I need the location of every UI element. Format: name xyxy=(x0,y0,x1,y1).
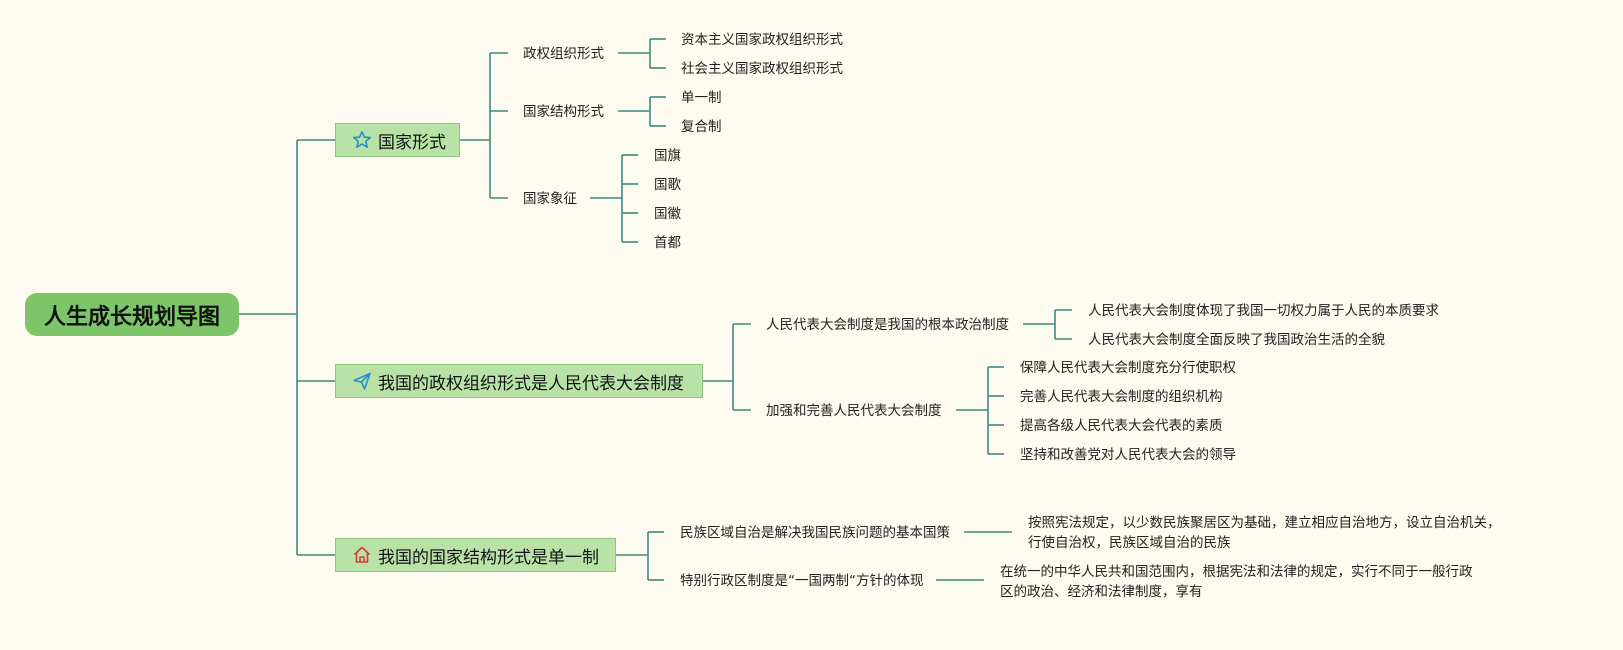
leaf-node[interactable]: 保障人民代表大会制度充分行使职权 xyxy=(1020,360,1236,376)
leaf-node[interactable]: 完善人民代表大会制度的组织机构 xyxy=(1020,389,1223,405)
root-node[interactable]: 人生成长规划导图 xyxy=(25,293,239,336)
branch-label: 我国的政权组织形式是人民代表大会制度 xyxy=(378,373,684,394)
leaf-node[interactable]: 资本主义国家政权组织形式 xyxy=(681,32,843,48)
leaf-node[interactable]: 按照宪法规定，以少数民族聚居区为基础，建立相应自治地方，设立自治机关，行使自治权… xyxy=(1028,515,1501,551)
topic-node[interactable]: 加强和完善人民代表大会制度 xyxy=(766,403,942,419)
leaf-node[interactable]: 国旗 xyxy=(654,148,681,164)
paper-plane-icon xyxy=(352,371,372,391)
leaf-node[interactable]: 国徽 xyxy=(654,206,681,222)
topic-node[interactable]: 国家象征 xyxy=(523,191,577,207)
leaf-node[interactable]: 单一制 xyxy=(681,90,722,106)
leaf-node[interactable]: 提高各级人民代表大会代表的素质 xyxy=(1020,418,1223,434)
topic-node[interactable]: 国家结构形式 xyxy=(523,104,604,120)
house-icon xyxy=(352,545,372,565)
star-icon xyxy=(352,130,372,150)
leaf-node[interactable]: 国歌 xyxy=(654,177,681,193)
leaf-node[interactable]: 复合制 xyxy=(681,119,722,135)
leaf-node[interactable]: 人民代表大会制度体现了我国一切权力属于人民的本质要求 xyxy=(1088,303,1439,319)
branch-label: 我国的国家结构形式是单一制 xyxy=(378,547,599,568)
topic-node[interactable]: 民族区域自治是解决我国民族问题的基本国策 xyxy=(680,525,950,541)
topic-node[interactable]: 特别行政区制度是“一国两制“方针的体现 xyxy=(680,573,924,589)
branch-node-state-form[interactable]: 国家形式 xyxy=(335,123,460,157)
leaf-node[interactable]: 社会主义国家政权组织形式 xyxy=(681,61,843,77)
leaf-node[interactable]: 在统一的中华人民共和国范围内，根据宪法和法律的规定，实行不同于一般行政区的政治、… xyxy=(1000,564,1473,600)
leaf-node[interactable]: 首都 xyxy=(654,235,681,251)
branch-node-unitary-state[interactable]: 我国的国家结构形式是单一制 xyxy=(335,538,616,572)
leaf-node[interactable]: 坚持和改善党对人民代表大会的领导 xyxy=(1020,447,1236,463)
root-label: 人生成长规划导图 xyxy=(43,304,220,330)
branch-label: 国家形式 xyxy=(378,132,446,153)
topic-node[interactable]: 政权组织形式 xyxy=(523,46,604,62)
leaf-node[interactable]: 人民代表大会制度全面反映了我国政治生活的全貌 xyxy=(1088,332,1385,348)
branch-node-npc-system[interactable]: 我国的政权组织形式是人民代表大会制度 xyxy=(335,364,703,398)
topic-node[interactable]: 人民代表大会制度是我国的根本政治制度 xyxy=(766,317,1009,333)
